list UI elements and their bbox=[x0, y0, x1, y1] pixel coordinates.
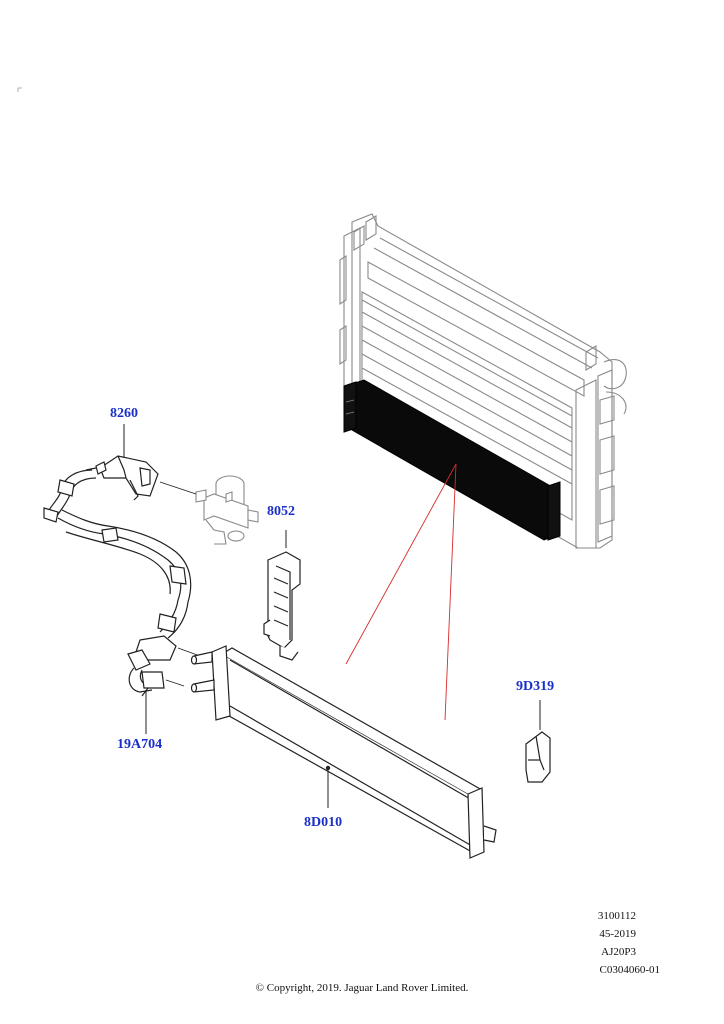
red-leader-lines bbox=[345, 463, 457, 721]
reference-line-4: C0304060-01 bbox=[599, 964, 661, 976]
coolant-hose bbox=[43, 424, 201, 734]
bracket-8052 bbox=[263, 530, 301, 661]
callout-19A704[interactable]: 19A704 bbox=[117, 737, 163, 752]
callout-9D319[interactable]: 9D319 bbox=[516, 679, 555, 694]
radiator-assembly bbox=[339, 213, 627, 549]
highlighted-cooler bbox=[343, 379, 561, 541]
reference-line-3: AJ20P3 bbox=[601, 946, 636, 958]
callout-8D010[interactable]: 8D010 bbox=[304, 815, 343, 830]
oil-cooler-8D010 bbox=[190, 645, 497, 859]
reference-line-1: 3100112 bbox=[597, 910, 636, 922]
callout-8052[interactable]: 8052 bbox=[267, 504, 295, 519]
reference-line-2: 45-2019 bbox=[599, 928, 636, 940]
callout-8260[interactable]: 8260 bbox=[110, 406, 138, 421]
coolant-valve bbox=[195, 475, 259, 545]
clip-9D319 bbox=[525, 700, 551, 783]
copyright-notice: © Copyright, 2019. Jaguar Land Rover Lim… bbox=[255, 982, 469, 994]
corner-mark bbox=[17, 87, 22, 92]
